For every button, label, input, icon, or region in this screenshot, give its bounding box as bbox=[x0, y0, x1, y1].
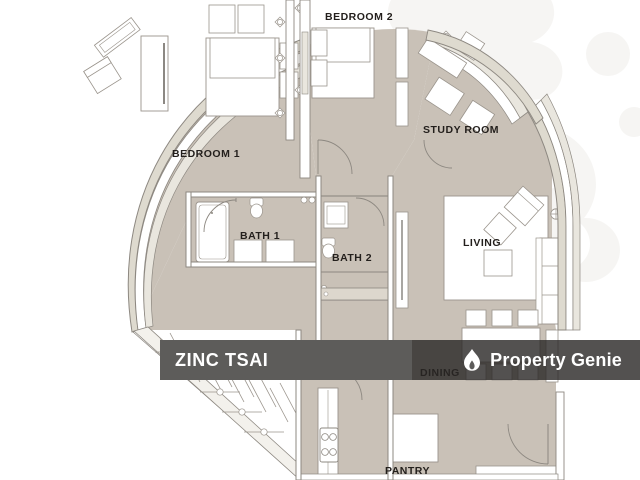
bedroom-2-furniture bbox=[310, 27, 375, 175]
living-furniture bbox=[443, 185, 567, 325]
banner-left-block bbox=[160, 340, 412, 380]
label-bedroom-2: BEDROOM 2 bbox=[325, 11, 393, 23]
study-room-furniture bbox=[395, 27, 529, 169]
bedroom-1-furniture bbox=[83, 2, 306, 119]
watermark-banner: ZINC TSAI Property Genie bbox=[160, 340, 640, 380]
label-bath-2: BATH 2 bbox=[332, 252, 372, 264]
flame-icon bbox=[464, 349, 481, 371]
label-bedroom-1: BEDROOM 1 bbox=[172, 148, 240, 160]
label-study-room: STUDY ROOM bbox=[423, 124, 499, 136]
interior-walls bbox=[185, 175, 394, 480]
brand-name: Property Genie bbox=[490, 349, 622, 370]
label-pantry: PANTRY bbox=[385, 465, 430, 477]
agency-name: ZINC TSAI bbox=[175, 349, 269, 370]
balcony-right bbox=[425, 29, 581, 331]
partition-bedrooms bbox=[285, 0, 311, 179]
brand-lockup: Property Genie bbox=[462, 348, 640, 372]
label-living: LIVING bbox=[463, 237, 501, 249]
label-bath-1: BATH 1 bbox=[240, 230, 280, 242]
